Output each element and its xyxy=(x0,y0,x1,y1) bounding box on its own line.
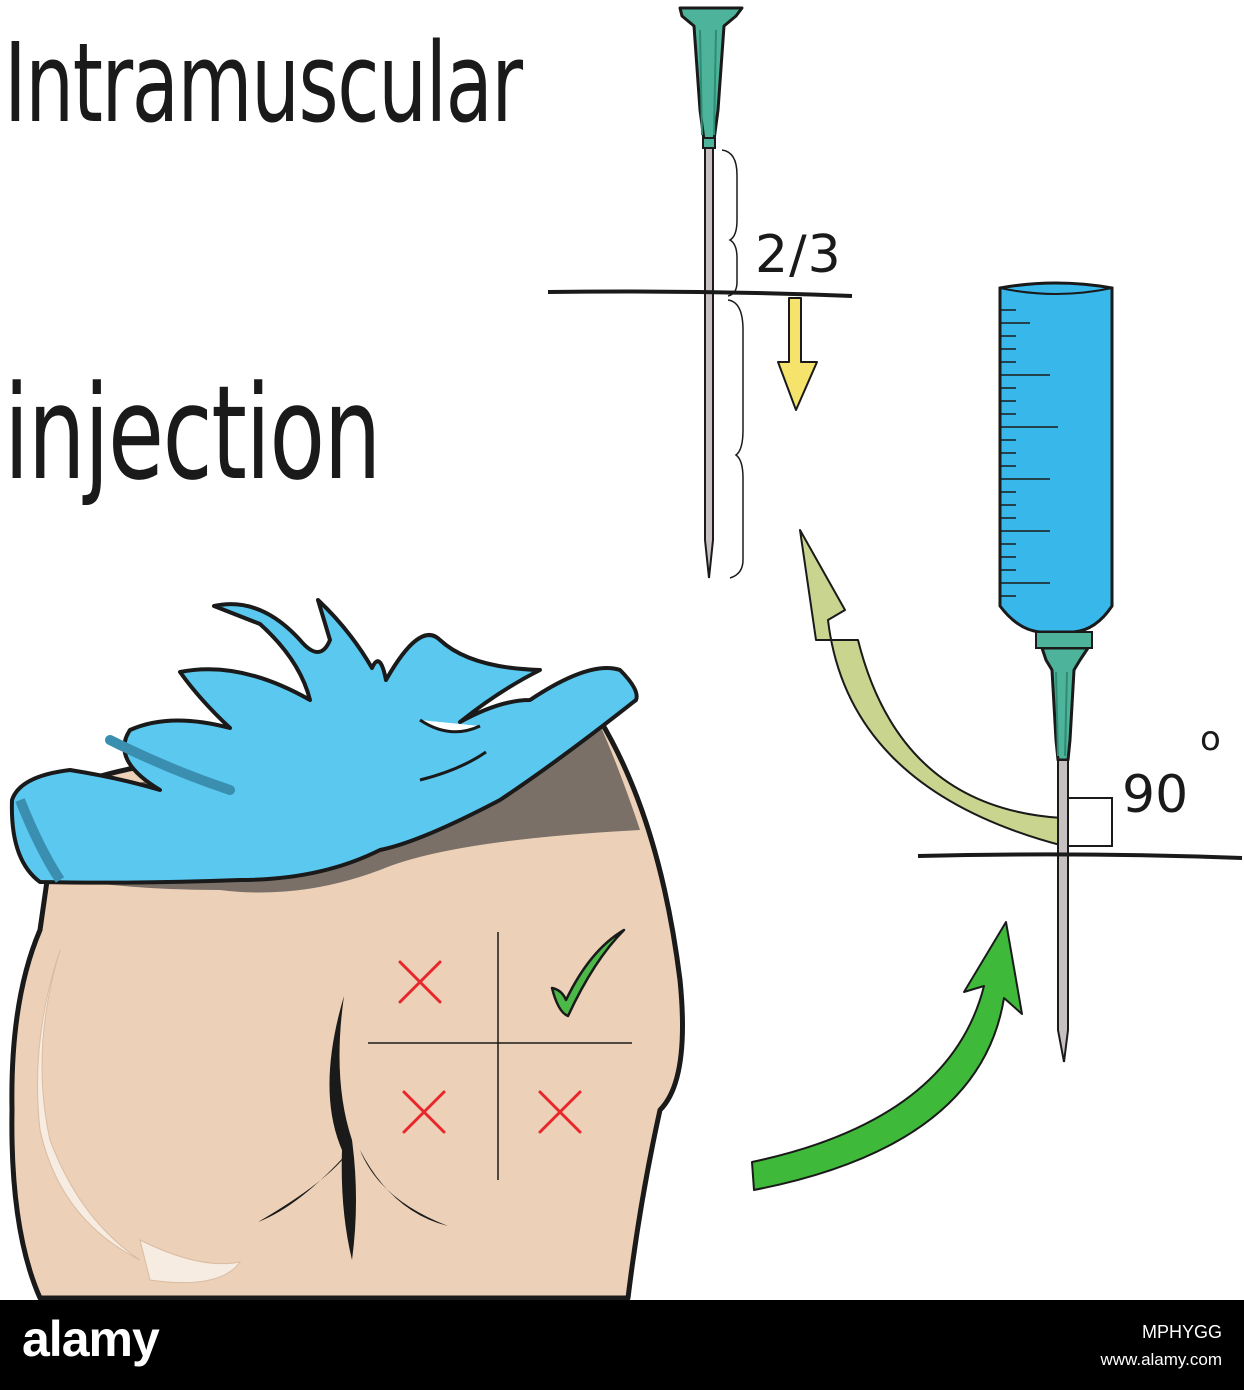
title-line-2: injection xyxy=(4,357,381,509)
needle-depth-illustration: 2/3 xyxy=(547,6,853,579)
buttocks-illustration xyxy=(9,598,685,1300)
pale-curved-arrow xyxy=(799,529,1065,847)
yellow-down-arrow xyxy=(777,297,818,411)
depth-label: 2/3 xyxy=(755,225,842,285)
skin-highlight xyxy=(37,949,141,1261)
green-curved-arrow xyxy=(751,921,1023,1191)
site-url: www.alamy.com xyxy=(1100,1350,1222,1369)
right-angle-marker xyxy=(1067,797,1113,847)
skin-surface-line xyxy=(547,289,853,298)
watermark-footer: alamy MPHYGG www.alamy.com xyxy=(0,1300,1244,1390)
brand-logo: alamy xyxy=(22,1311,160,1367)
syringe-graduations xyxy=(1000,309,1058,597)
degree-symbol: o xyxy=(1200,719,1221,759)
upper-brace xyxy=(721,149,738,297)
title-line-1: Intramuscular xyxy=(4,19,523,147)
angle-label: 90 xyxy=(1122,765,1188,825)
cloth xyxy=(9,598,639,885)
syringe-barrel xyxy=(998,281,1114,634)
cross-mark-lower-left xyxy=(402,1090,446,1134)
needle-hub xyxy=(678,6,744,142)
syringe-needle xyxy=(1057,759,1069,1063)
cross-mark-upper-left xyxy=(398,960,442,1004)
syringe-illustration: 90 o xyxy=(917,281,1243,1063)
lower-brace xyxy=(727,299,744,579)
gluteal-cleft xyxy=(329,996,356,1260)
check-mark-upper-right xyxy=(550,928,626,1018)
syringe-skin-line xyxy=(917,852,1243,860)
cross-mark-lower-right xyxy=(538,1090,582,1134)
needle-shaft xyxy=(704,147,714,579)
image-id: MPHYGG xyxy=(1141,1322,1222,1342)
injection-diagram: 2/3 xyxy=(9,6,1243,1300)
